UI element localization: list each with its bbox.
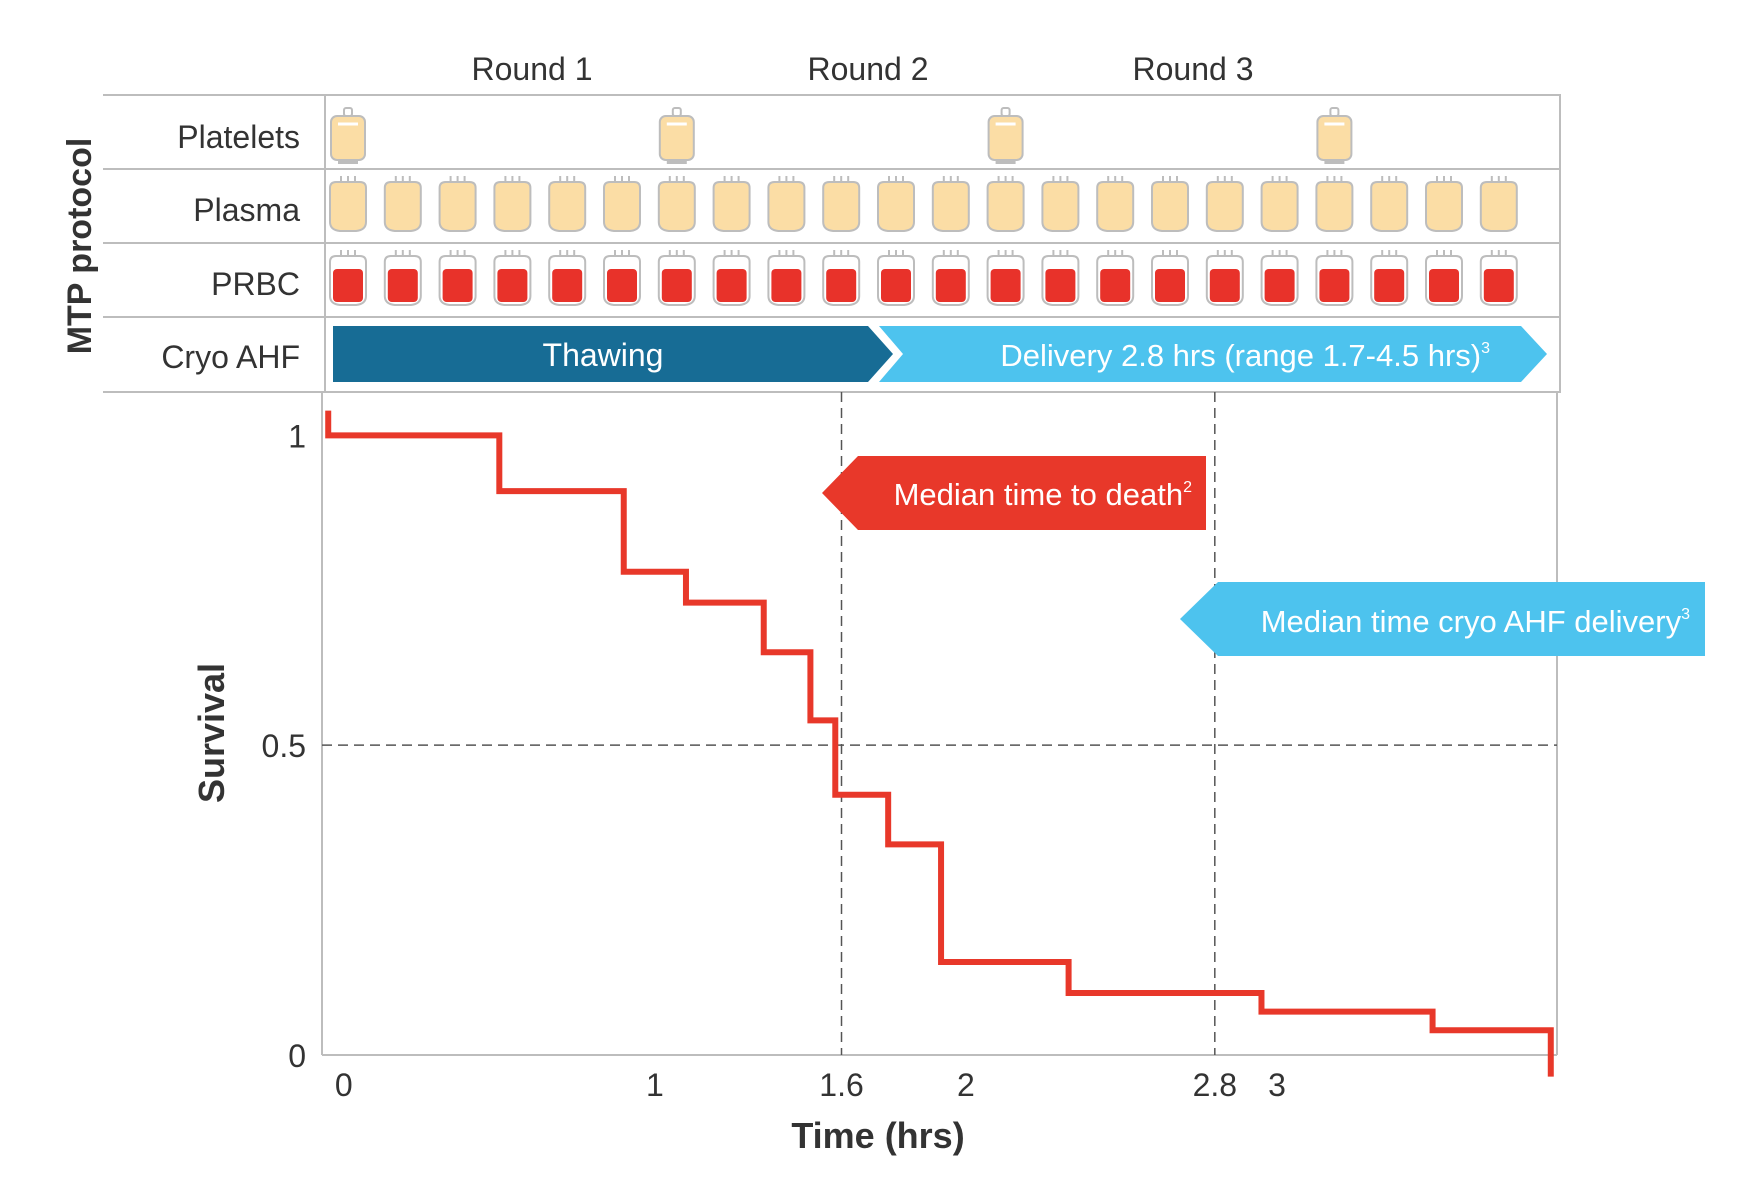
plasma-bag-icon [329,176,367,232]
prbc-bag-icon [1151,250,1189,306]
prbc-bag-icon [822,250,861,306]
plasma-bag-icon [603,176,641,232]
plasma-bag-icon [493,176,532,232]
prbc-bag-icon [1260,250,1299,306]
x-tick-label: 0 [335,1067,353,1103]
x-tick-label: 2 [957,1067,975,1103]
prbc-bag-icon [329,250,367,306]
plasma-bag-icon [767,176,806,232]
plasma-bag-icon [986,176,1025,232]
row-label-plasma: Plasma [193,192,300,228]
prbc-bag-icon [1205,250,1244,306]
plasma-bag-icon [877,176,915,232]
plasma-bag-icon [931,176,970,232]
thawing-label: Thawing [543,337,664,373]
prbc-bag-icon [438,250,477,306]
prbc-bag-icon [493,250,532,306]
round-3-label: Round 3 [1133,51,1254,87]
prbc-bag-icon [548,250,587,306]
median-cryo-superscript: 3 [1681,606,1690,623]
thawing-arrow [333,326,893,382]
median-death-callout [822,456,1206,530]
plasma-bag-icon [822,176,861,232]
x-axis-title: Time (hrs) [791,1115,964,1156]
prbc-bag-icon [767,250,806,306]
platelet-bag-icon [1316,107,1353,164]
plasma-bag-row [329,176,1518,232]
prbc-bag-icon [986,250,1025,306]
x-tick-label: 1.6 [819,1067,863,1103]
y-axis-title: Survival [191,663,232,803]
prbc-bag-icon [1479,250,1518,306]
prbc-bag-icon [1370,250,1409,306]
mtp-protocol-side-label: MTP protocol [61,138,99,355]
plasma-bag-icon [1151,176,1189,232]
survival-step-curve [325,410,1554,1077]
platelet-bag-icon [330,107,366,164]
plasma-bag-icon [1479,176,1518,232]
prbc-bag-icon [1315,250,1354,306]
round-1-label: Round 1 [472,51,593,87]
platelet-bag-icon [987,107,1024,164]
x-tick-label: 1 [646,1067,664,1103]
plasma-bag-icon [383,176,422,232]
y-tick-label: 0 [288,1038,306,1074]
reference-lines [322,392,1557,1055]
prbc-bag-icon [383,250,422,306]
median-death-superscript: 2 [1183,479,1192,496]
plasma-bag-icon [657,176,696,232]
platelet-bag-icon [658,107,695,164]
prbc-bag-icon [1096,250,1135,306]
plasma-bag-icon [1096,176,1135,232]
delivery-superscript: 3 [1481,340,1490,357]
x-tick-labels: 0 1 1.6 2 2.8 3 [335,1067,1286,1103]
plasma-bag-icon [712,176,751,232]
median-cryo-delivery-callout [1180,582,1705,656]
prbc-bag-icon [877,250,915,306]
prbc-bag-icon [603,250,641,306]
prbc-bag-icon [1425,250,1463,306]
plasma-bag-icon [1260,176,1299,232]
plasma-bag-icon [1205,176,1244,232]
prbc-bag-icon [712,250,751,306]
median-death-label: Median time to death2 [894,477,1193,512]
plasma-bag-icon [1041,176,1080,232]
median-cryo-delivery-label: Median time cryo AHF delivery3 [1261,604,1690,639]
x-tick-label: 3 [1268,1067,1286,1103]
y-tick-label: 0.5 [262,728,306,764]
prbc-bag-icon [1041,250,1080,306]
plasma-bag-icon [1315,176,1354,232]
x-tick-label: 2.8 [1193,1067,1237,1103]
prbc-bag-icon [931,250,970,306]
row-label-cryo-ahf: Cryo AHF [161,339,300,375]
prbc-bag-row [329,250,1518,306]
delivery-arrow [879,326,1547,382]
mtp-protocol-panel: MTP protocol Round 1 Round 2 Round 3 Pla… [61,51,1561,393]
platelet-bag-row [330,107,1353,164]
y-tick-labels: 00.51 [262,418,306,1074]
row-label-prbc: PRBC [211,266,300,302]
plasma-bag-icon [548,176,587,232]
y-tick-label: 1 [288,418,306,454]
prbc-bag-icon [657,250,696,306]
plasma-bag-icon [1425,176,1463,232]
delivery-label: Delivery 2.8 hrs (range 1.7-4.5 hrs)3 [1000,338,1490,373]
round-2-label: Round 2 [808,51,929,87]
row-label-platelets: Platelets [177,119,300,155]
plasma-bag-icon [438,176,477,232]
plasma-bag-icon [1370,176,1409,232]
